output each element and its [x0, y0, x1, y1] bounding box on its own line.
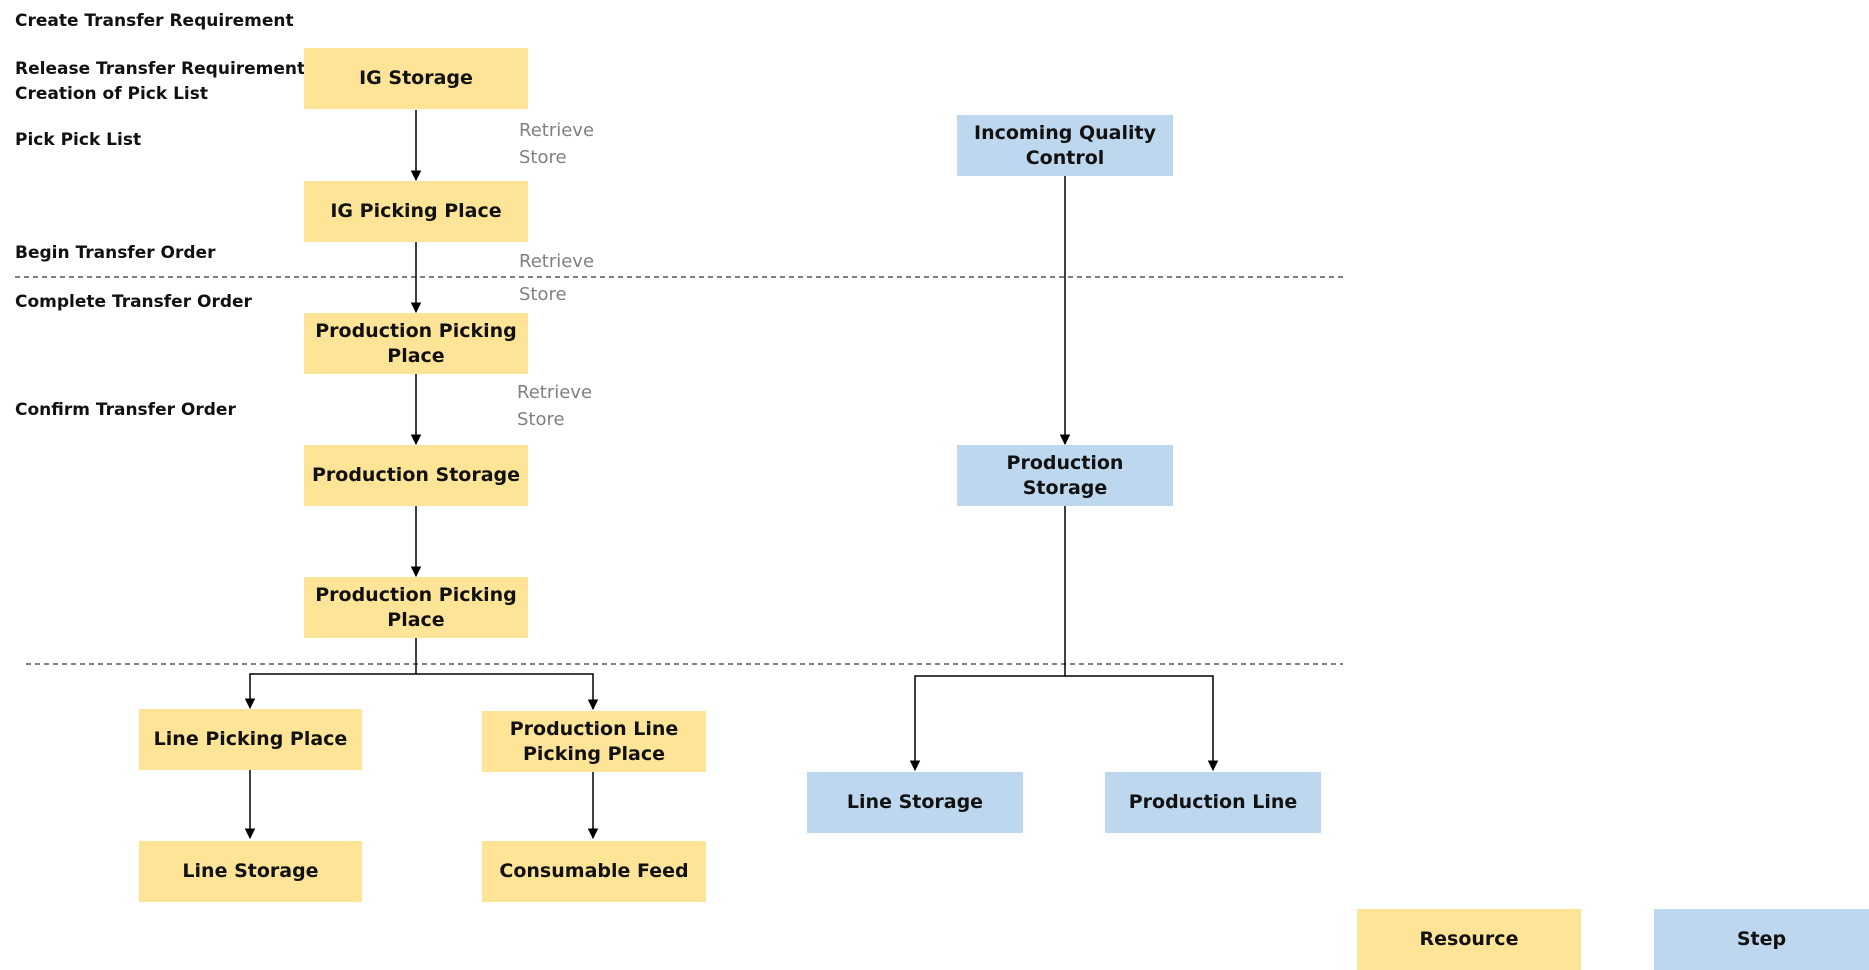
annotation-store: Store [519, 284, 567, 305]
label-complete-transfer-order: Complete Transfer Order [15, 292, 252, 312]
legend-step: Step [1654, 909, 1869, 970]
node-consumable-feed: Consumable Feed [482, 841, 706, 902]
legend-resource: Resource [1357, 909, 1581, 970]
node-ig-picking-place: IG Picking Place [304, 181, 528, 242]
node-production-line-picking-place: Production Line Picking Place [482, 711, 706, 772]
node-incoming-quality-control: Incoming Quality Control [957, 115, 1173, 176]
annotation-store: Store [519, 147, 567, 168]
annotation-retrieve: Retrieve [519, 120, 595, 141]
annotation-retrieve: Retrieve [519, 251, 595, 272]
node-production-picking-place: Production Picking Place [304, 313, 528, 374]
node-line-picking-place: Line Picking Place [139, 709, 362, 770]
connector-step-branch-left [909, 506, 1066, 772]
node-production-storage-step: Production Storage [957, 445, 1173, 506]
node-production-line: Production Line [1105, 772, 1321, 833]
connector-branch-left [244, 638, 417, 710]
label-confirm-transfer-order: Confirm Transfer Order [15, 400, 236, 420]
label-release-transfer-requirement: Release Transfer Requirement + Creation … [15, 59, 325, 104]
node-line-storage-step: Line Storage [807, 772, 1023, 833]
node-ig-storage: IG Storage [304, 48, 528, 109]
label-begin-transfer-order: Begin Transfer Order [15, 243, 216, 263]
connector-branch-right [416, 673, 599, 711]
connector-step-branch-right [1065, 675, 1219, 772]
label-pick-pick-list: Pick Pick List [15, 130, 142, 150]
label-create-transfer-requirement: Create Transfer Requirement [15, 11, 294, 31]
node-line-storage-resource: Line Storage [139, 841, 362, 902]
annotation-store: Store [517, 409, 565, 430]
node-production-picking-place-lower: Production Picking Place [304, 577, 528, 638]
annotation-retrieve: Retrieve [517, 382, 593, 403]
node-production-storage: Production Storage [304, 445, 528, 506]
